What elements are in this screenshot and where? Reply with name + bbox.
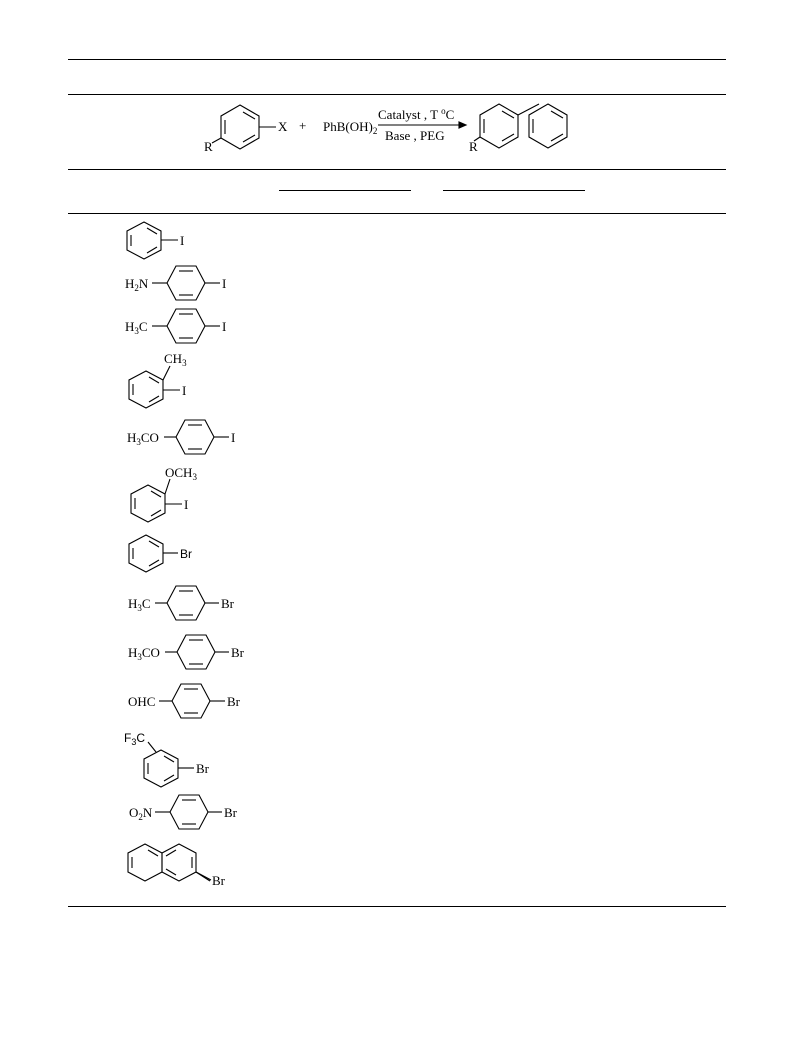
structure-2-iodoanisole: OCH3 I [130, 465, 197, 523]
halogen-label: I [222, 319, 226, 334]
structure-2-iodotoluene: CH3 I [128, 351, 187, 409]
structure-2-bromonaphthalene: Br [127, 843, 226, 888]
structure-4-bromobenzaldehyde: OHC Br [128, 683, 241, 719]
methoxy-label: H3CO [128, 645, 160, 662]
product-r-label: R [469, 139, 478, 154]
halogen-label: Br [224, 805, 238, 820]
methoxy-label: H3CO [127, 430, 159, 447]
reactant-r-label: R [204, 139, 213, 154]
aldehyde-label: OHC [128, 694, 155, 709]
methyl-label: CH3 [164, 351, 187, 368]
reactant-x-label: X [278, 119, 288, 134]
halogen-label: Br [180, 547, 192, 561]
structure-4-iodotoluene: H3C I [125, 308, 226, 344]
structure-4-bromoanisole: H3CO Br [128, 634, 245, 670]
column-group-rule-1 [279, 190, 411, 191]
column-header-rule [68, 213, 726, 214]
arrow-conditions-below: Base , PEG [385, 128, 445, 143]
structure-4-iodoanisole: H3CO I [127, 419, 235, 455]
nitro-label: O2N [129, 805, 153, 822]
structure-iodobenzene: I [126, 221, 184, 260]
reactant-aryl-halide: X R [204, 104, 288, 154]
halogen-label: I [231, 430, 235, 445]
halogen-label: I [180, 233, 184, 248]
halogen-label: I [182, 383, 186, 398]
halogen-label: Br [196, 761, 210, 776]
plus-sign: + [299, 118, 306, 133]
amino-label: H2N [125, 276, 149, 293]
halogen-label: Br [221, 596, 235, 611]
halogen-label: I [184, 497, 188, 512]
trifluoromethyl-label: F3C [124, 731, 145, 747]
arrow-conditions-above: Catalyst , T oC [378, 106, 454, 122]
table-top-rule [68, 59, 726, 60]
methyl-label: H3C [128, 596, 151, 613]
column-group-rule-2 [443, 190, 585, 191]
structure-3-bromobenzotrifluoride: F3C Br [124, 731, 210, 788]
scheme-bottom-rule [68, 169, 726, 170]
reaction-arrow [378, 121, 468, 129]
boronic-acid-label: PhB(OH)2 [323, 119, 377, 136]
structure-4-bromonitrobenzene: O2N Br [129, 794, 238, 830]
halogen-label: Br [212, 873, 226, 888]
halogen-label: I [222, 276, 226, 291]
halogen-label: Br [231, 645, 245, 660]
table-bottom-rule [68, 906, 726, 907]
halogen-label: Br [227, 694, 241, 709]
methyl-label: H3C [125, 319, 148, 336]
structure-bromobenzene: Br [128, 534, 192, 573]
methoxy-label: OCH3 [165, 465, 197, 482]
structure-4-iodoaniline: H2N I [125, 265, 226, 301]
product-biphenyl: R [469, 103, 568, 154]
header-rule [68, 94, 726, 95]
structure-4-bromotoluene: H3C Br [128, 585, 235, 621]
